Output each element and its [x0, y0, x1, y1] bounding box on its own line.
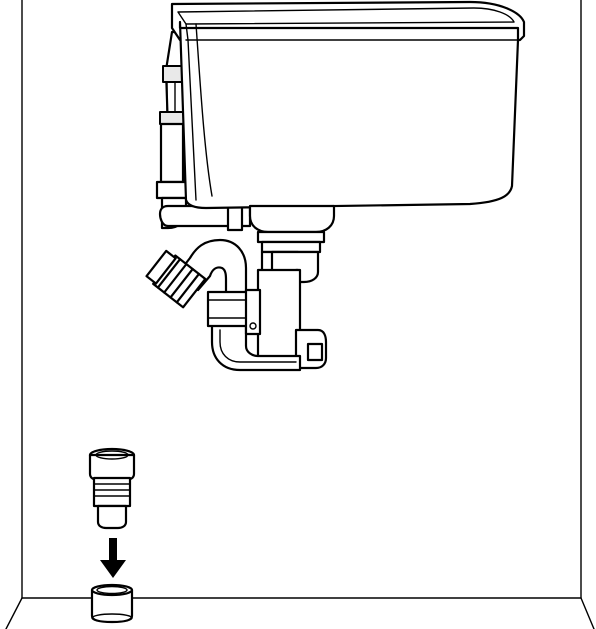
- left-floor-corner: [5, 597, 23, 629]
- sink-basin: [170, 0, 526, 210]
- connector-pipe: [158, 200, 252, 232]
- drain-hose: [145, 238, 262, 336]
- floor-drain-outlet: [90, 583, 134, 624]
- drain-trap: [210, 204, 336, 372]
- right-floor-corner: [580, 597, 595, 629]
- adapter-sleeve: [88, 447, 136, 530]
- insert-arrow: [100, 538, 126, 578]
